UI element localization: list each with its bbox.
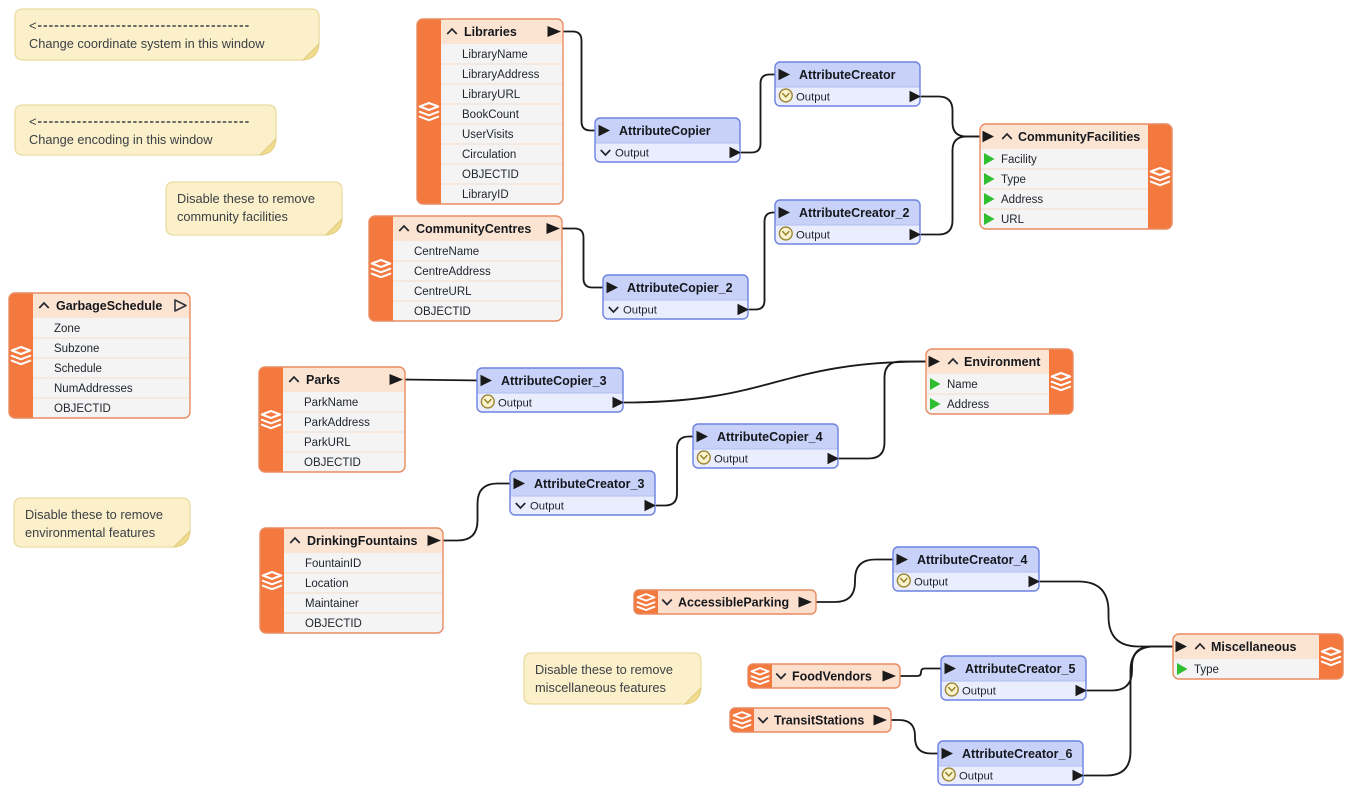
svg-text:Facility: Facility (1001, 154, 1037, 166)
svg-text:Output: Output (623, 305, 658, 317)
svg-text:Output: Output (498, 398, 533, 410)
svg-text:Output: Output (615, 148, 650, 160)
svg-text:CentreName: CentreName (414, 246, 479, 258)
svg-text:Disable these to remove: Disable these to remove (177, 191, 315, 206)
svg-text:OBJECTID: OBJECTID (305, 618, 362, 630)
svg-text:Zone: Zone (54, 323, 80, 335)
svg-text:Output: Output (962, 686, 997, 698)
svg-text:DrinkingFountains: DrinkingFountains (307, 534, 417, 548)
svg-text:miscellaneous features: miscellaneous features (535, 680, 666, 695)
svg-text:OBJECTID: OBJECTID (304, 457, 361, 469)
svg-text:AttributeCopier: AttributeCopier (619, 124, 711, 138)
svg-text:ParkURL: ParkURL (304, 437, 351, 449)
svg-text:AccessibleParking: AccessibleParking (678, 596, 789, 610)
svg-text:Output: Output (796, 230, 831, 242)
svg-text:BookCount: BookCount (462, 109, 520, 121)
svg-text:TransitStations: TransitStations (774, 714, 864, 728)
svg-text:AttributeCreator_5: AttributeCreator_5 (965, 662, 1075, 676)
svg-text:AttributeCreator_2: AttributeCreator_2 (799, 206, 909, 220)
svg-text:Change encoding in this window: Change encoding in this window (29, 132, 213, 147)
svg-text:Location: Location (305, 578, 348, 590)
svg-text:CommunityCentres: CommunityCentres (416, 222, 531, 236)
svg-text:CommunityFacilities: CommunityFacilities (1018, 130, 1140, 144)
svg-text:ParkName: ParkName (304, 397, 358, 409)
svg-text:OBJECTID: OBJECTID (54, 403, 111, 415)
svg-text:LibraryAddress: LibraryAddress (462, 69, 540, 81)
svg-text:OBJECTID: OBJECTID (414, 306, 471, 318)
svg-text:Name: Name (947, 379, 978, 391)
svg-text:Change coordinate system in th: Change coordinate system in this window (29, 36, 265, 51)
svg-text:FountainID: FountainID (305, 558, 361, 570)
svg-text:URL: URL (1001, 214, 1025, 226)
svg-text:AttributeCopier_4: AttributeCopier_4 (717, 430, 823, 444)
svg-text:Environment: Environment (964, 355, 1041, 369)
svg-text:CentreAddress: CentreAddress (414, 266, 491, 278)
svg-text:<: < (29, 18, 37, 33)
svg-text:FoodVendors: FoodVendors (792, 670, 872, 684)
svg-text:GarbageSchedule: GarbageSchedule (56, 299, 162, 313)
svg-text:AttributeCreator_3: AttributeCreator_3 (534, 477, 644, 491)
svg-text:LibraryURL: LibraryURL (462, 89, 521, 101)
svg-text:AttributeCreator: AttributeCreator (799, 68, 896, 82)
svg-text:LibraryName: LibraryName (462, 49, 528, 61)
svg-text:CentreURL: CentreURL (414, 286, 472, 298)
svg-text:LibraryID: LibraryID (462, 189, 509, 201)
svg-text:Type: Type (1001, 174, 1026, 186)
svg-text:Output: Output (714, 454, 749, 466)
svg-text:Disable these to remove: Disable these to remove (535, 662, 673, 677)
svg-text:Address: Address (1001, 194, 1043, 206)
svg-text:Libraries: Libraries (464, 25, 517, 39)
svg-text:<: < (29, 114, 37, 129)
svg-text:environmental features: environmental features (25, 525, 155, 540)
svg-text:Output: Output (530, 501, 565, 513)
svg-text:Subzone: Subzone (54, 343, 99, 355)
svg-text:Schedule: Schedule (54, 363, 102, 375)
svg-text:NumAddresses: NumAddresses (54, 383, 133, 395)
svg-text:AttributeCopier_3: AttributeCopier_3 (501, 374, 607, 388)
svg-text:AttributeCopier_2: AttributeCopier_2 (627, 281, 733, 295)
svg-text:Circulation: Circulation (462, 149, 516, 161)
svg-text:AttributeCreator_4: AttributeCreator_4 (917, 553, 1027, 567)
svg-text:Disable these to remove: Disable these to remove (25, 507, 163, 522)
svg-text:AttributeCreator_6: AttributeCreator_6 (962, 747, 1072, 761)
svg-text:Output: Output (959, 771, 994, 783)
svg-text:OBJECTID: OBJECTID (462, 169, 519, 181)
svg-text:Output: Output (914, 577, 949, 589)
svg-text:UserVisits: UserVisits (462, 129, 514, 141)
svg-text:Parks: Parks (306, 373, 340, 387)
svg-text:Miscellaneous: Miscellaneous (1211, 640, 1296, 654)
svg-text:Output: Output (796, 92, 831, 104)
svg-text:Address: Address (947, 399, 989, 411)
svg-text:Type: Type (1194, 664, 1219, 676)
svg-text:community facilities: community facilities (177, 209, 288, 224)
svg-text:ParkAddress: ParkAddress (304, 417, 370, 429)
svg-text:Maintainer: Maintainer (305, 598, 359, 610)
